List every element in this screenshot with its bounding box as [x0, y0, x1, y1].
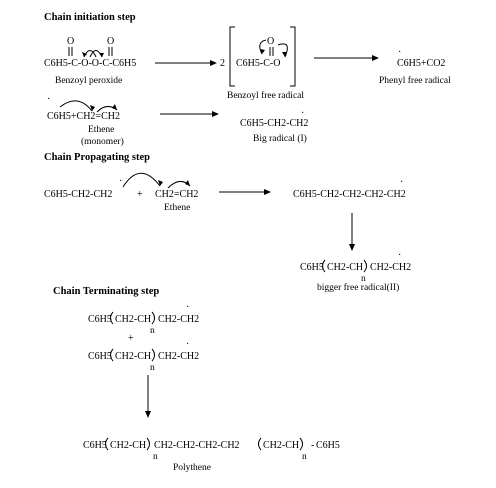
bigger-radical-prefix: C6H5: [300, 262, 324, 273]
bigger-radical-paren-close: [363, 259, 367, 273]
bracket-left: [229, 26, 235, 87]
electron-shift-arrowhead-right: [99, 53, 104, 57]
benzoyl-radical-formula: C6H5-C-O: [236, 58, 280, 69]
bracket-right: [290, 26, 296, 87]
polythene-repeat-1: CH2-CH: [110, 440, 146, 451]
polythene-paren-1-close: [146, 437, 150, 451]
electron-shift-arrowhead-left: [82, 52, 87, 57]
ethene-attack-arrowhead: [90, 105, 95, 111]
big-radical-formula: C6H5-CH2-CH2: [240, 118, 308, 129]
radical-carbonyl-oxygen: O: [267, 36, 274, 47]
big-radical-dot: ·: [301, 108, 304, 119]
polythene-n-2: n: [302, 452, 307, 462]
terminating-radical-1-paren-open: [110, 311, 114, 325]
carbonyl-oxygen-left: O: [67, 36, 74, 47]
bigger-radical-label: bigger free radical(II): [317, 282, 399, 293]
terminating-radical-1: C6H5 CH2-CH n CH2-CH2 ·: [88, 302, 199, 336]
polythene-repeat-2: CH2-CH: [263, 440, 299, 451]
terminating-radical-2-paren-open: [110, 348, 114, 362]
terminating-radical-2-paren-close: [151, 348, 155, 362]
polythene-suffix: C6H5: [316, 440, 340, 451]
propagating-reactant-dot: ·: [119, 176, 122, 187]
propagating-down-arrowhead: [349, 244, 355, 251]
initiation-arrowhead-2: [372, 55, 379, 61]
polythene-n-1: n: [153, 452, 158, 462]
phenyl-radical-label: Phenyl free radical: [379, 75, 451, 86]
initiation-arrowhead-1: [210, 60, 217, 66]
terminating-radical-2-tail: CH2-CH2: [158, 351, 199, 362]
terminating-radical-1-paren-close: [151, 311, 155, 325]
terminating-radical-1-n: n: [150, 326, 155, 336]
ethene-label: Ethene: [88, 125, 114, 135]
propagating-attack-arrow: [122, 172, 161, 188]
stoichiometric-coefficient: 2: [220, 58, 225, 69]
terminating-radical-2-repeat: CH2-CH: [115, 351, 151, 362]
terminating-radical-2-dot: ·: [186, 339, 189, 350]
bigger-radical-formula: C6H5 CH2-CH n CH2-CH2 ·: [300, 250, 411, 284]
ethene-reactants-formula: C6H5+CH2=CH2: [47, 111, 120, 122]
terminating-radical-1-dot: ·: [186, 302, 189, 313]
heading-terminating: Chain Terminating step: [53, 286, 159, 297]
benzoyl-peroxide-formula: C6H5-C-O-O-C-C6H5: [44, 58, 136, 69]
ethene-reactant-radical-dot: ·: [47, 94, 50, 105]
polythene-paren-2-open: [258, 437, 262, 451]
terminating-radical-2: C6H5 CH2-CH n CH2-CH2 ·: [88, 339, 199, 373]
propagating-arrowhead: [264, 189, 271, 195]
polythene-paren-2-close: [299, 437, 303, 451]
radical-electron-arrow-2: [259, 39, 267, 55]
propagating-product-formula: C6H5-CH2-CH2-CH2-CH2: [293, 189, 406, 200]
benzoyl-radical-label: Benzoyl free radical: [227, 90, 304, 101]
propagating-reactant-formula: C6H5-CH2-CH2: [44, 189, 112, 200]
initiation-arrowhead-3: [212, 111, 219, 117]
monomer-label: (monomer): [81, 136, 124, 147]
benzoyl-peroxide-structure: C6H5-C-O-O-C-C6H5 O O: [44, 36, 136, 69]
polythene-suffix-bond: -: [311, 440, 314, 451]
propagating-attack-arrowhead: [158, 180, 163, 186]
benzoyl-radical-bracket: C6H5-C-O O ·: [229, 26, 296, 87]
terminating-radical-1-prefix: C6H5: [88, 314, 112, 325]
propagating-plus: +: [137, 189, 143, 200]
propagating-ethene-label: Ethene: [164, 203, 190, 213]
ethene-attack-arrow: [59, 100, 93, 112]
bigger-radical-tail: CH2-CH2: [370, 262, 411, 273]
propagating-product-dot: ·: [400, 177, 403, 188]
phenyl-products-formula: C6H5+CO2: [397, 58, 445, 69]
terminating-radical-2-prefix: C6H5: [88, 351, 112, 362]
terminating-radical-1-repeat: CH2-CH: [115, 314, 151, 325]
bigger-radical-repeat: CH2-CH: [327, 262, 363, 273]
big-radical-label: Big radical (I): [253, 133, 307, 144]
terminating-down-arrowhead: [145, 411, 151, 418]
propagating-shift-arrowhead: [185, 180, 190, 186]
terminating-radical-2-n: n: [150, 363, 155, 373]
bigger-radical-n: n: [361, 274, 366, 284]
heading-initiation: Chain initiation step: [44, 12, 136, 23]
ethene-shift-arrowhead: [112, 104, 117, 110]
phenyl-radical-dot: ·: [398, 47, 401, 58]
propagating-ethene-formula: CH2=CH2: [155, 189, 198, 200]
benzoyl-peroxide-label: Benzoyl peroxide: [55, 76, 122, 86]
polythene-paren-1-open: [105, 437, 109, 451]
terminating-plus: +: [128, 333, 134, 344]
radical-electron-arrowhead-1: [282, 52, 287, 57]
heading-propagating: Chain Propagating step: [44, 152, 150, 163]
bigger-radical-paren-open: [322, 259, 326, 273]
carbonyl-oxygen-right: O: [107, 36, 114, 47]
polythene-label: Polythene: [173, 463, 211, 473]
polythene-formula: C6H5 CH2-CH n CH2-CH2-CH2-CH2 CH2-CH n -…: [83, 437, 340, 462]
radical-electron-arrowhead-2: [260, 49, 265, 54]
polythene-prefix: C6H5: [83, 440, 107, 451]
polythene-middle: CH2-CH2-CH2-CH2: [154, 440, 240, 451]
terminating-radical-1-tail: CH2-CH2: [158, 314, 199, 325]
bigger-radical-dot: ·: [398, 250, 401, 261]
